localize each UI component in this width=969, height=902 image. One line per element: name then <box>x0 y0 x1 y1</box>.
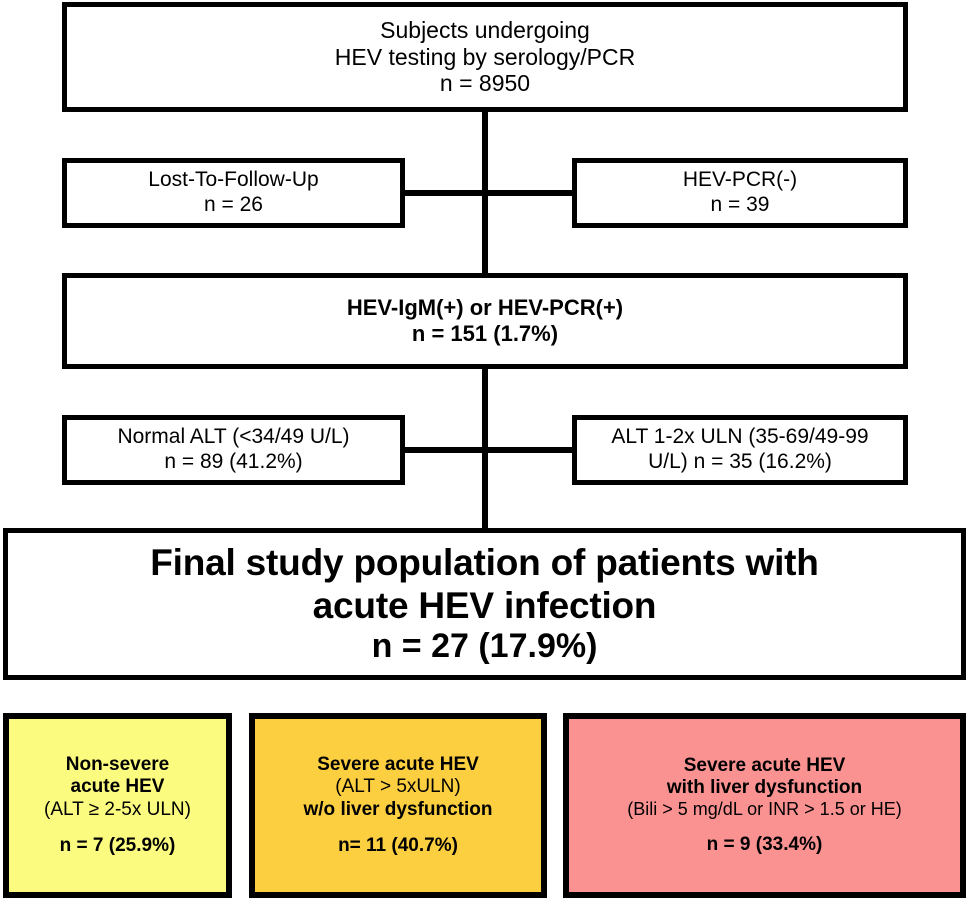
node-non-severe-acute-hev-criteria: (ALT ≥ 2-5x ULN) <box>44 798 191 820</box>
node-hev-positive-label: HEV-IgM(+) or HEV-PCR(+) <box>346 295 624 321</box>
node-severe-acute-hev-no-dysfunction-line3: w/o liver dysfunction <box>303 798 493 820</box>
node-hev-pcr-negative-label: HEV-PCR(-) <box>682 168 798 192</box>
node-severe-acute-hev-with-dysfunction-line2: with liver dysfunction <box>666 776 863 798</box>
node-severe-acute-hev-no-dysfunction-criteria: (ALT > 5xULN) <box>335 776 461 798</box>
node-lost-to-follow-up: Lost-To-Follow-Up n = 26 <box>62 158 405 228</box>
node-subjects-screened-line2: HEV testing by serology/PCR <box>334 43 636 70</box>
node-severe-acute-hev-no-dysfunction-count: n= 11 (40.7%) <box>338 834 458 856</box>
connector-arm-right-altuln <box>485 447 572 453</box>
node-hev-positive-count: n = 151 (1.7%) <box>411 321 559 346</box>
node-final-study-population-line2: acute HEV infection <box>312 585 657 627</box>
node-subjects-screened-count: n = 8950 <box>439 70 531 97</box>
node-severe-acute-hev-with-dysfunction-count: n = 9 (33.4%) <box>706 834 823 856</box>
connector-arm-right-pcrneg <box>485 190 572 196</box>
node-final-study-population: Final study population of patients with … <box>3 528 966 680</box>
node-normal-alt-label: Normal ALT (<34/49 U/L) <box>117 425 350 449</box>
node-non-severe-acute-hev-count: n = 7 (25.9%) <box>59 834 176 856</box>
node-non-severe-acute-hev: Non-severe acute HEV (ALT ≥ 2-5x ULN) n … <box>3 713 232 898</box>
node-severe-acute-hev-no-dysfunction-line1: Severe acute HEV <box>317 754 479 776</box>
node-severe-acute-hev-with-dysfunction-criteria: (Bili > 5 mg/dL or INR > 1.5 or HE) <box>627 799 902 820</box>
node-subjects-screened-line1: Subjects undergoing <box>380 16 590 43</box>
node-subjects-screened: Subjects undergoing HEV testing by serol… <box>62 2 908 112</box>
node-normal-alt-count: n = 89 (41.2%) <box>164 450 303 473</box>
node-lost-to-follow-up-label: Lost-To-Follow-Up <box>148 168 319 192</box>
node-alt-1-2x-uln-label: ALT 1-2x ULN (35-69/49-99 <box>611 425 869 449</box>
node-lost-to-follow-up-count: n = 26 <box>204 193 263 216</box>
node-non-severe-acute-hev-line2: acute HEV <box>70 776 165 798</box>
node-alt-1-2x-uln-count: U/L) n = 35 (16.2%) <box>648 450 832 473</box>
node-alt-1-2x-uln: ALT 1-2x ULN (35-69/49-99 U/L) n = 35 (1… <box>572 415 908 485</box>
node-final-study-population-count: n = 27 (17.9%) <box>371 627 598 666</box>
node-normal-alt: Normal ALT (<34/49 U/L) n = 89 (41.2%) <box>62 415 405 485</box>
node-hev-positive: HEV-IgM(+) or HEV-PCR(+) n = 151 (1.7%) <box>62 273 908 369</box>
node-non-severe-acute-hev-line1: Non-severe <box>65 754 170 776</box>
node-hev-pcr-negative-count: n = 39 <box>710 193 770 216</box>
connector-arm-left-normalalt <box>405 447 485 453</box>
node-final-study-population-line1: Final study population of patients with <box>150 541 819 583</box>
node-hev-pcr-negative: HEV-PCR(-) n = 39 <box>572 158 908 228</box>
connector-arm-left-ltfu <box>405 190 485 196</box>
node-severe-acute-hev-with-dysfunction: Severe acute HEV with liver dysfunction … <box>563 713 966 898</box>
node-severe-acute-hev-no-dysfunction: Severe acute HEV (ALT > 5xULN) w/o liver… <box>249 713 547 898</box>
node-severe-acute-hev-with-dysfunction-line1: Severe acute HEV <box>683 754 846 776</box>
